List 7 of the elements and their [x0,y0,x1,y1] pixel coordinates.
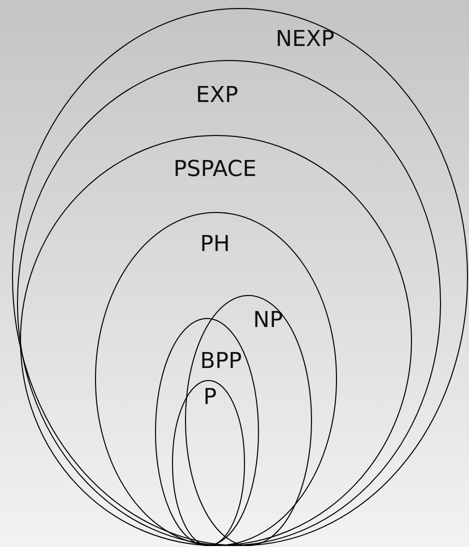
class-label: BPP [200,351,242,373]
class-label: PH [200,234,230,256]
class-label: PSPACE [174,159,256,181]
class-label: NP [253,310,283,332]
class-label: EXP [196,85,238,107]
class-label: P [203,387,217,409]
class-label: NEXP [276,29,334,51]
